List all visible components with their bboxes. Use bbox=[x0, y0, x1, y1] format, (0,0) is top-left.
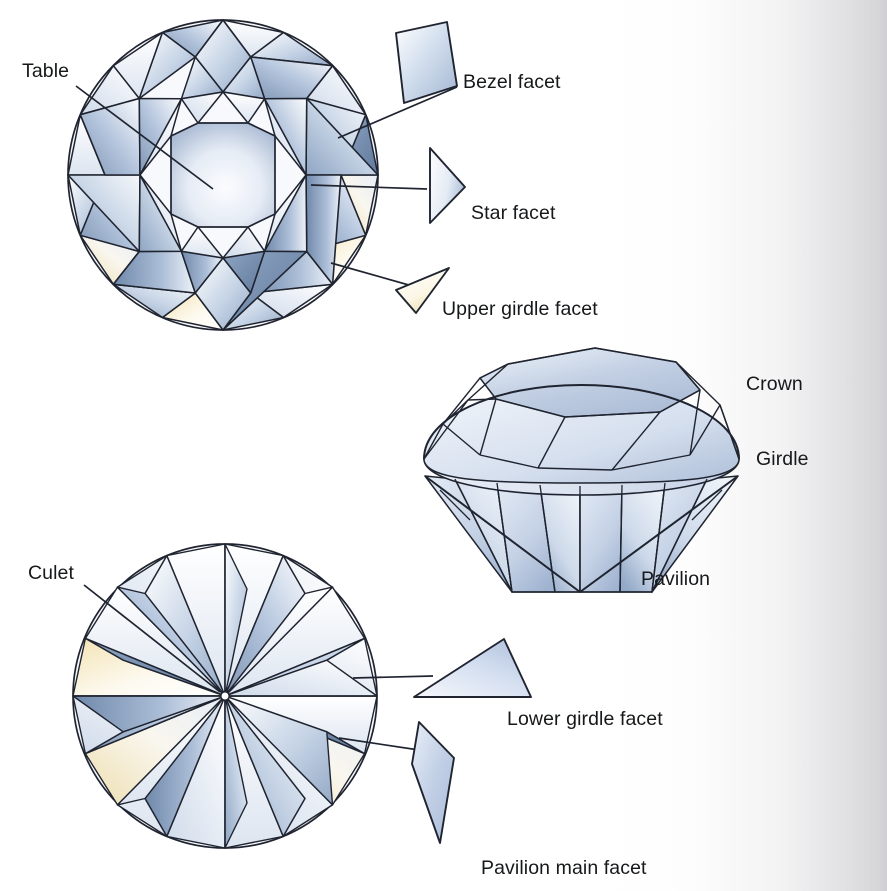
star-facet bbox=[222, 226, 266, 259]
crown-side-group bbox=[423, 347, 740, 484]
star-facet bbox=[139, 98, 183, 176]
star-facet bbox=[180, 91, 224, 124]
leader-line-pavilion-main bbox=[338, 737, 420, 751]
label-upper-girdle-facet: Upper girdle facet bbox=[442, 298, 598, 320]
label-girdle: Girdle bbox=[756, 448, 809, 470]
leader-line-bezel bbox=[337, 86, 458, 139]
star-facet bbox=[222, 91, 266, 124]
leader-line-culet bbox=[83, 584, 221, 693]
pavilion-main-facet bbox=[224, 586, 334, 697]
pavilion-main-facet-swatch bbox=[411, 721, 455, 844]
pavilion-main-facet bbox=[116, 586, 226, 697]
crown-callout-swatches bbox=[395, 21, 466, 314]
upper-girdle-facet bbox=[138, 31, 197, 100]
pavilion-callout-swatches bbox=[411, 638, 532, 844]
leader-line-lower-girdle bbox=[352, 675, 434, 679]
profile-view bbox=[423, 347, 740, 593]
pavilion-detail-lines bbox=[439, 478, 723, 593]
star-facet bbox=[263, 98, 307, 176]
pavilion-main-facet bbox=[224, 695, 306, 838]
pavilion-main-facet bbox=[116, 695, 226, 806]
pavilion-main-facet bbox=[84, 637, 226, 697]
crown-outline bbox=[423, 384, 740, 460]
label-culet: Culet bbox=[28, 562, 75, 584]
crown-facet-lines bbox=[423, 347, 740, 471]
label-pavilion: Pavilion bbox=[641, 568, 711, 590]
label-pavilion-main-facet: Pavilion main facet bbox=[481, 857, 647, 879]
star-facet bbox=[180, 226, 224, 259]
lower-girdle-facet-swatch bbox=[413, 638, 532, 698]
pavilion-main-highlight-group bbox=[72, 543, 378, 849]
label-bezel-facet: Bezel facet bbox=[463, 71, 561, 93]
label-star-facet: Star facet bbox=[471, 202, 556, 224]
pavilion-main-facet bbox=[224, 695, 334, 806]
star-facet bbox=[139, 174, 183, 252]
table-facet bbox=[170, 122, 276, 228]
crown-top-view bbox=[67, 19, 458, 331]
bezel-facet-swatch bbox=[395, 21, 458, 104]
culet-point bbox=[220, 691, 230, 701]
star-facets-group bbox=[139, 91, 307, 259]
pavilion-bottom-view bbox=[72, 543, 434, 849]
upper-girdle-facet-swatch bbox=[395, 267, 450, 314]
label-lower-girdle-facet: Lower girdle facet bbox=[507, 708, 663, 730]
star-facet-swatch bbox=[429, 147, 466, 224]
leader-line-table bbox=[75, 85, 214, 190]
star-facet bbox=[263, 174, 307, 252]
leader-line-star bbox=[310, 184, 428, 190]
label-crown: Crown bbox=[746, 373, 803, 395]
label-table: Table bbox=[22, 60, 70, 82]
